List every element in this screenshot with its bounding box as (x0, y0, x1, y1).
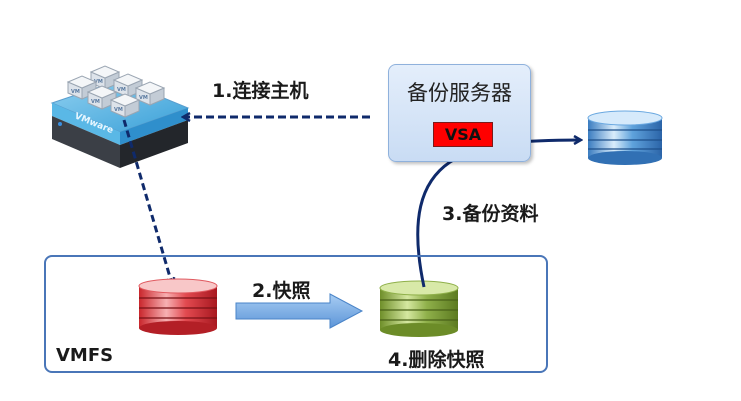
vmfs-container (44, 255, 548, 373)
host-to-vmfs-arrow (122, 119, 172, 284)
backup-server-box: 备份服务器 VSA (388, 64, 531, 162)
snapshot-arrow (235, 293, 364, 329)
vm-label: VM (94, 79, 103, 85)
step1-label: 1.连接主机 (212, 80, 309, 102)
vm-label: VM (114, 107, 123, 113)
step2-label: 2.快照 (252, 280, 311, 302)
snapshot-disk-icon (379, 280, 459, 337)
vm-box-icon: VM (86, 85, 118, 110)
step3-label: 3.备份资料 (442, 203, 539, 225)
vm-box-icon: VM (134, 81, 166, 106)
backup-disk-icon (587, 110, 663, 165)
vm-label: VM (71, 89, 80, 95)
vm-group: VM VM VM VM VM VM (66, 65, 166, 118)
vm-box-icon: VM (66, 75, 98, 100)
vm-label: VM (91, 99, 100, 105)
vm-label: VM (117, 87, 126, 93)
source-disk-icon (138, 278, 218, 335)
vm-box-icon: VM (109, 93, 141, 118)
backup-server-title: 备份服务器 (407, 81, 512, 105)
backup-data-arrow (416, 140, 580, 288)
vsa-badge: VSA (433, 122, 493, 147)
vm-label: VM (139, 95, 148, 101)
step4-label: 4.删除快照 (388, 349, 485, 371)
vmfs-label: VMFS (56, 345, 114, 366)
